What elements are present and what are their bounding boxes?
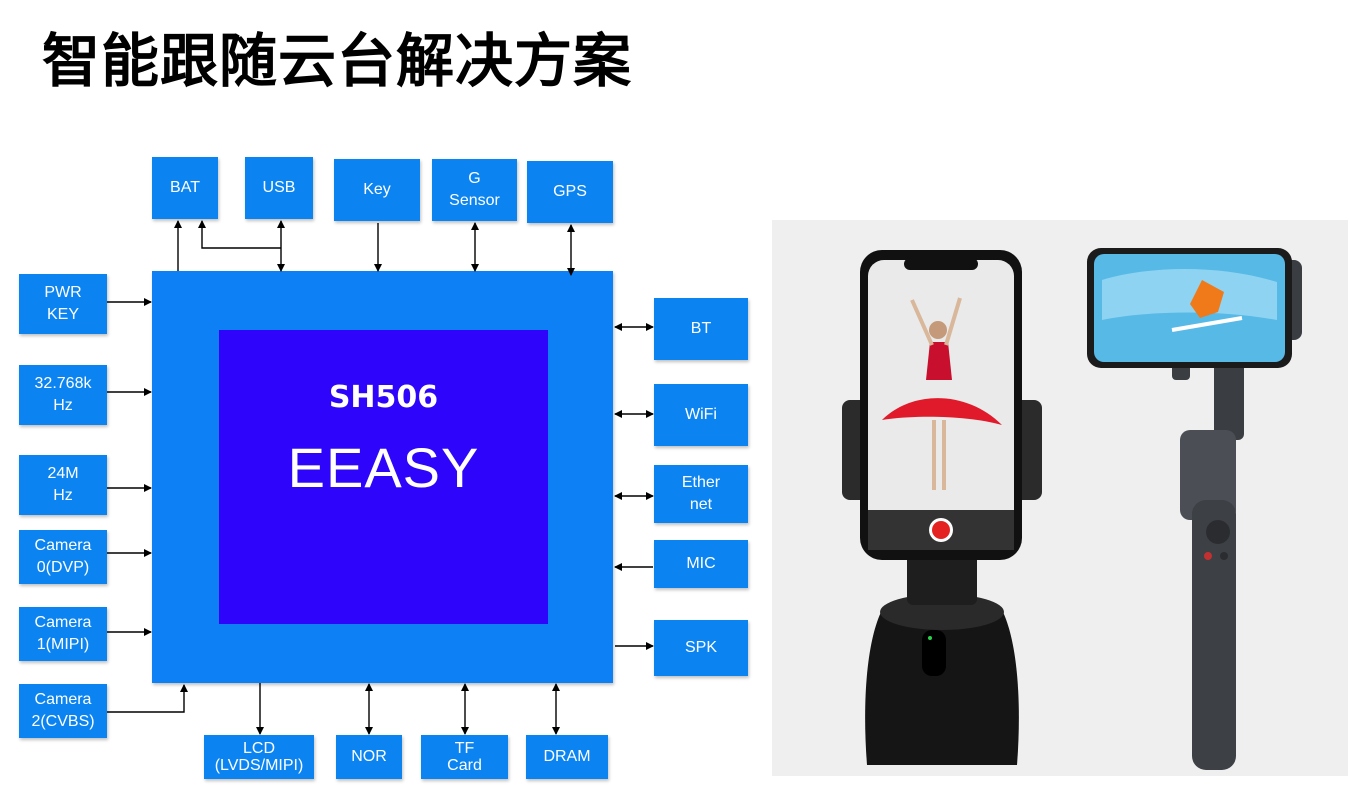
wifi-block: WiFi (654, 384, 748, 446)
lcd-block: LCD (LVDS/MIPI) (204, 735, 314, 779)
camera0-block: Camera 0(DVP) (19, 530, 107, 584)
wifi-label: WiFi (685, 406, 717, 423)
soc-core: SH506 EEASY (219, 330, 548, 624)
g-sensor-label: G Sensor (449, 170, 500, 209)
bat-block: BAT (152, 157, 218, 219)
bat-label: BAT (170, 179, 200, 196)
osc-24m-block: 24M Hz (19, 455, 107, 515)
key-block: Key (334, 159, 420, 221)
handheld-gimbal-image (1087, 248, 1302, 770)
spk-block: SPK (654, 620, 748, 676)
gps-label: GPS (553, 183, 587, 200)
camera1-label: Camera 1(MIPI) (34, 614, 92, 653)
lcd-label: LCD (LVDS/MIPI) (214, 740, 304, 774)
osc-32k-block: 32.768k Hz (19, 365, 107, 425)
osc-32k-label: 32.768k Hz (34, 375, 92, 414)
camera2-label: Camera 2(CVBS) (31, 691, 95, 730)
ethernet-label: Ether net (681, 474, 721, 513)
gimbal-products-illustration (842, 248, 1302, 770)
camera2-block: Camera 2(CVBS) (19, 684, 107, 738)
mic-label: MIC (686, 555, 716, 572)
pwr-key-block: PWR KEY (19, 274, 107, 334)
bt-block: BT (654, 298, 748, 360)
camera1-block: Camera 1(MIPI) (19, 607, 107, 661)
mic-block: MIC (654, 540, 748, 588)
usb-block: USB (245, 157, 313, 219)
tf-card-label: TF Card (447, 740, 482, 774)
gps-block: GPS (527, 161, 613, 223)
bat-usb-link (198, 220, 281, 249)
pwr-key-label: PWR KEY (44, 284, 82, 323)
ethernet-block: Ether net (654, 465, 748, 523)
g-sensor-block: G Sensor (432, 159, 517, 221)
nor-block: NOR (336, 735, 402, 779)
tf-card-block: TF Card (421, 735, 508, 779)
product-photo (772, 220, 1348, 776)
dram-label: DRAM (543, 748, 591, 765)
key-label: Key (363, 181, 391, 198)
page-title: 智能跟随云台解决方案 (42, 27, 633, 95)
dram-block: DRAM (526, 735, 608, 779)
osc-24m-label: 24M Hz (47, 465, 79, 504)
camera0-label: Camera 0(DVP) (34, 537, 92, 576)
usb-label: USB (262, 179, 296, 196)
tracking-holder-image (842, 250, 1042, 765)
camera2-arrow (107, 684, 188, 713)
brand-label: EEASY (287, 436, 480, 499)
spk-label: SPK (684, 639, 717, 656)
chip-label: SH506 (328, 380, 439, 415)
nor-label: NOR (351, 748, 387, 765)
bt-label: BT (690, 320, 712, 337)
